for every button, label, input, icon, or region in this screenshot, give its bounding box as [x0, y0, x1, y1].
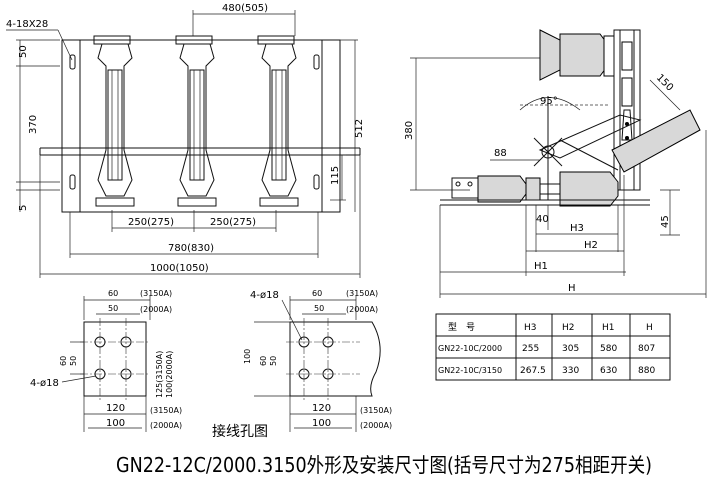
- table-header-h: H: [646, 323, 653, 333]
- ta-d60v: 60: [59, 356, 68, 366]
- dim-50: 50: [18, 45, 29, 58]
- table-cell: 305: [562, 344, 579, 354]
- dim-88: 88: [494, 148, 507, 159]
- dim-holes: 4-18X28: [6, 19, 48, 30]
- ta-d120: 120: [106, 403, 125, 414]
- table-cell: 807: [638, 344, 655, 354]
- side-view: 380 150 95° 88: [404, 29, 707, 298]
- dim-h2: H2: [584, 240, 598, 251]
- dimension-table: 型 号 H3 H2 H1 H GN22-10C/2000 255 305 580…: [435, 313, 671, 381]
- table-cell: GN22-10C/3150: [438, 366, 502, 375]
- front-view: 480(505) 4-18X28 50 370 5 512 11: [6, 3, 365, 278]
- ta-d50v: 50: [69, 356, 78, 366]
- ta-v125: 125(3150A): [155, 351, 164, 398]
- ta-v100: 100(2000A): [165, 351, 174, 398]
- dim-h3: H3: [570, 223, 584, 234]
- dim-512: 512: [354, 119, 365, 138]
- ta-a3150: (3150A): [140, 289, 172, 298]
- tb-a3150: (3150A): [346, 289, 378, 298]
- table-cell: 630: [600, 366, 617, 376]
- dim-pitch-b: 250(275): [210, 217, 256, 228]
- dim-380: 380: [404, 121, 415, 140]
- dim-1000: 1000(1050): [150, 263, 209, 274]
- table-header-h3: H3: [524, 323, 537, 333]
- tb-hole: 4-ø18: [250, 290, 279, 301]
- ta-d60: 60: [108, 289, 118, 298]
- tb-d60v: 60: [259, 356, 268, 366]
- tb-d50v: 50: [269, 356, 278, 366]
- table-header-h2: H2: [562, 323, 575, 333]
- table-cell: 880: [638, 366, 655, 376]
- dim-h1: H1: [534, 261, 548, 272]
- tb-d50: 50: [314, 304, 324, 313]
- dim-5: 5: [18, 205, 29, 211]
- terminal-caption: 接线孔图: [212, 423, 268, 440]
- dim-r150: 150: [654, 72, 675, 93]
- tb-d100b: 100: [312, 418, 331, 429]
- ta-d100: 100: [106, 418, 125, 429]
- tb-a2000: (2000A): [346, 305, 378, 314]
- table-cell: 580: [600, 344, 617, 354]
- dim-40: 40: [536, 214, 549, 225]
- table-cell: 330: [562, 366, 579, 376]
- dim-pitch-a: 250(275): [128, 217, 174, 228]
- table-cell: 255: [522, 344, 539, 354]
- table-header-h1: H1: [602, 323, 615, 333]
- table-header-model: 型 号: [448, 322, 475, 333]
- terminal-detail-a: 60 (3150A) 50 (2000A) 60 50 4-ø18 125(31…: [30, 289, 182, 432]
- ta-hole: 4-ø18: [30, 378, 59, 389]
- dim-115: 115: [330, 166, 341, 185]
- dim-h: H: [568, 283, 576, 294]
- ta-d50: 50: [108, 304, 118, 313]
- tb-b2000: (2000A): [360, 421, 392, 430]
- dim-45: 45: [660, 215, 671, 228]
- drawing-title: GN22-12C/2000.3150外形及安装尺寸图(括号尺寸为275相距开关): [116, 453, 652, 477]
- terminal-detail-b: 4-ø18 60 (3150A) 50 (2000A) 100 60 50 12…: [243, 289, 392, 432]
- tb-d60: 60: [312, 289, 322, 298]
- dim-angle: 95°: [540, 96, 558, 107]
- ta-b2000: (2000A): [150, 421, 182, 430]
- pole-3: [257, 35, 299, 207]
- pole-1: [93, 35, 135, 207]
- pole-2: [175, 35, 217, 207]
- dim-370: 370: [28, 115, 39, 134]
- tb-d100: 100: [243, 349, 252, 364]
- table-cell: 267.5: [520, 366, 546, 376]
- table-cell: GN22-10C/2000: [438, 344, 502, 353]
- ta-a2000: (2000A): [140, 305, 172, 314]
- ta-b3150: (3150A): [150, 406, 182, 415]
- dim-top-width: 480(505): [222, 3, 268, 14]
- dim-780: 780(830): [168, 243, 214, 254]
- tb-d120: 120: [312, 403, 331, 414]
- tb-b3150: (3150A): [360, 406, 392, 415]
